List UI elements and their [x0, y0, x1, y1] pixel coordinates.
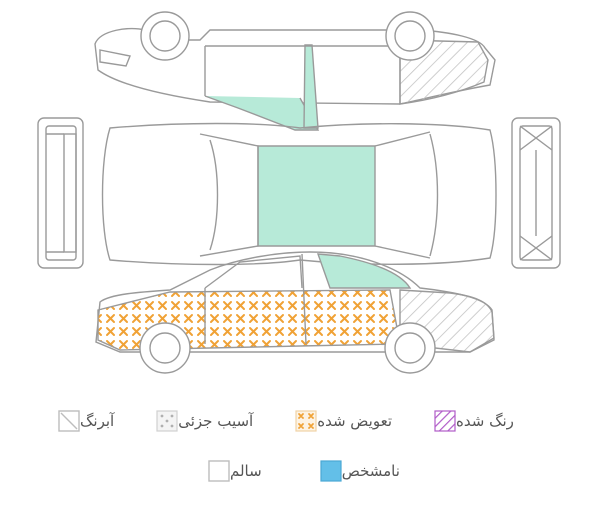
minor-damage-swatch-icon: [156, 410, 178, 432]
dent-swatch-icon: [58, 410, 80, 432]
unknown-swatch-icon: [320, 460, 342, 482]
legend-healthy: سالم: [200, 460, 262, 482]
healthy-swatch-icon: [208, 460, 230, 482]
legend-replaced: تعویض شده: [287, 410, 392, 432]
roof-view: [101, 122, 497, 266]
legend-dent-label: آبرنگ: [80, 412, 115, 430]
roof-panel[interactable]: [257, 145, 376, 247]
front-view: [37, 117, 84, 269]
bottom-side-rear-window[interactable]: [316, 253, 412, 289]
rear-bumper[interactable]: [511, 117, 561, 269]
top-side-view: [94, 11, 496, 131]
legend-healthy-label: سالم: [230, 462, 262, 480]
roof-body[interactable]: [101, 122, 497, 266]
rear-view: [511, 117, 561, 269]
legend-dent: آبرنگ: [50, 410, 114, 432]
legend-minor-damage: آسیب جزئی: [148, 410, 253, 432]
top-side-pillar[interactable]: [303, 44, 319, 129]
bottom-side-view: [95, 251, 495, 374]
legend-row-2: سالم نامشخص: [200, 460, 400, 482]
legend-painted: رنگ شده: [426, 410, 514, 432]
legend-unknown: نامشخص: [312, 460, 400, 482]
legend-painted-label: رنگ شده: [456, 412, 514, 430]
legend-row-1: آبرنگ آسیب جزئی تعویض شده رنگ شده: [50, 410, 514, 432]
legend-minor-damage-label: آسیب جزئی: [178, 412, 254, 430]
painted-swatch-icon: [434, 410, 456, 432]
car-damage-diagram: [37, 11, 561, 374]
replaced-swatch-icon: [295, 410, 317, 432]
legend-replaced-label: تعویض شده: [317, 412, 392, 430]
legend-unknown-label: نامشخص: [341, 462, 400, 480]
front-bumper[interactable]: [37, 117, 84, 269]
